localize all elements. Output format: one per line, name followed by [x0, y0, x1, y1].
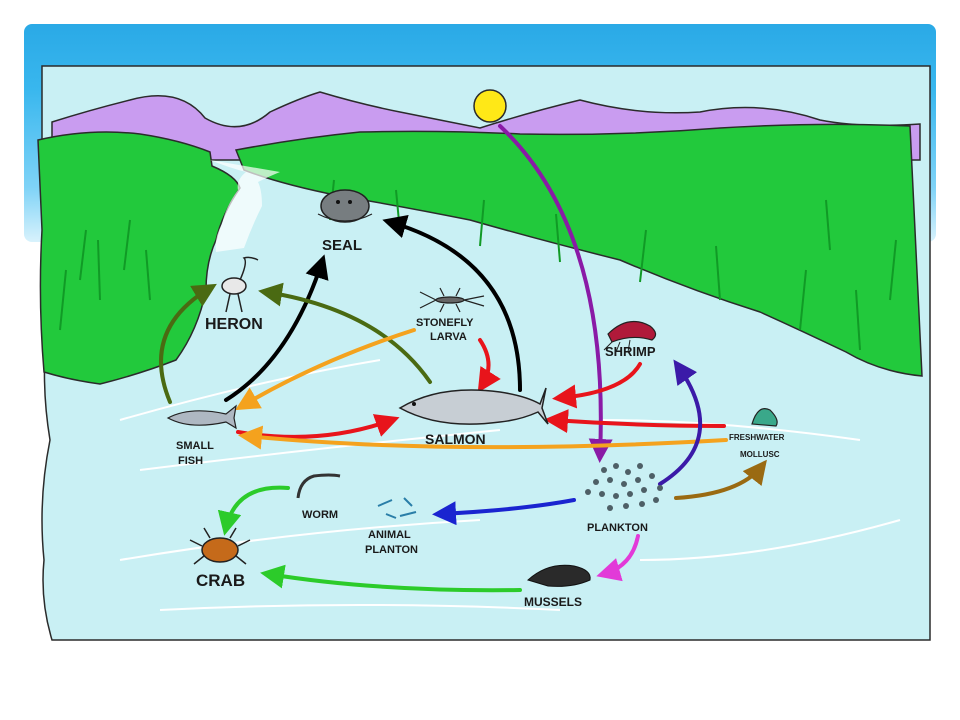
arrow-mussels-to-crab [260, 564, 522, 593]
arrow-plankton-to-mollusc [674, 459, 767, 500]
arrow-shrimp-to-salmon [552, 362, 642, 409]
label-stonefly-2: LARVA [430, 331, 467, 343]
small-fish-icon [166, 404, 237, 430]
mussels-icon [527, 564, 591, 587]
mollusc-icon [751, 408, 778, 427]
arrow-mollusc-to-smallfish [238, 425, 728, 450]
arrow-mollusc-to-salmon [544, 409, 726, 434]
arrow-worm-to-crab [217, 485, 290, 536]
label-animal-planton-1: ANIMAL [368, 529, 411, 541]
label-shrimp: SHRIMP [605, 344, 656, 359]
salmon-icon [398, 387, 549, 425]
sun-icon [473, 89, 507, 123]
animal-plankton-icon [377, 497, 417, 519]
arrow-stonefly-to-smallfish [235, 328, 416, 411]
label-stonefly-1: STONEFLY [416, 317, 474, 329]
label-small-fish-2: FISH [178, 455, 203, 467]
crab-icon [189, 527, 251, 565]
scene [37, 65, 931, 641]
label-worm: WORM [302, 509, 338, 521]
stonefly-larva-icon [419, 287, 485, 313]
right-grass-bank [234, 123, 923, 377]
seal-icon [317, 189, 373, 223]
arrow-stonefly-to-salmon [477, 338, 501, 393]
arrow-plankton-to-animalplankton [432, 498, 576, 526]
worm-icon [296, 473, 341, 499]
arrow-salmon-to-heron [258, 282, 432, 384]
label-heron: HERON [205, 316, 263, 333]
heron-icon [221, 256, 259, 313]
arrow-smallfish-to-heron [159, 283, 217, 404]
arrow-sun-to-plankton [498, 124, 613, 463]
label-freshwater-1: FRESHWATER [729, 433, 785, 442]
arrow-salmon-to-seal [382, 214, 522, 392]
label-plankton: PLANKTON [587, 522, 648, 534]
label-mussels: MUSSELS [524, 595, 582, 609]
water-ripples [119, 359, 901, 611]
river-channel [210, 160, 280, 252]
label-animal-planton-2: PLANTON [365, 544, 418, 556]
label-crab: CRAB [196, 571, 245, 590]
labels: SEAL HERON STONEFLY LARVA SHRIMP SALMON … [176, 237, 785, 609]
left-grass-bank [37, 131, 241, 385]
label-salmon: SALMON [425, 431, 486, 447]
label-seal: SEAL [322, 237, 362, 254]
shrimp-icon [603, 320, 657, 353]
plankton-icon [585, 463, 663, 511]
label-freshwater-2: MOLLUSC [740, 450, 780, 459]
arrow-plankton-to-shrimp [658, 359, 703, 486]
food-web-arrows [159, 124, 767, 593]
label-small-fish-1: SMALL [176, 440, 214, 452]
arrow-plankton-to-mussels [596, 534, 640, 582]
